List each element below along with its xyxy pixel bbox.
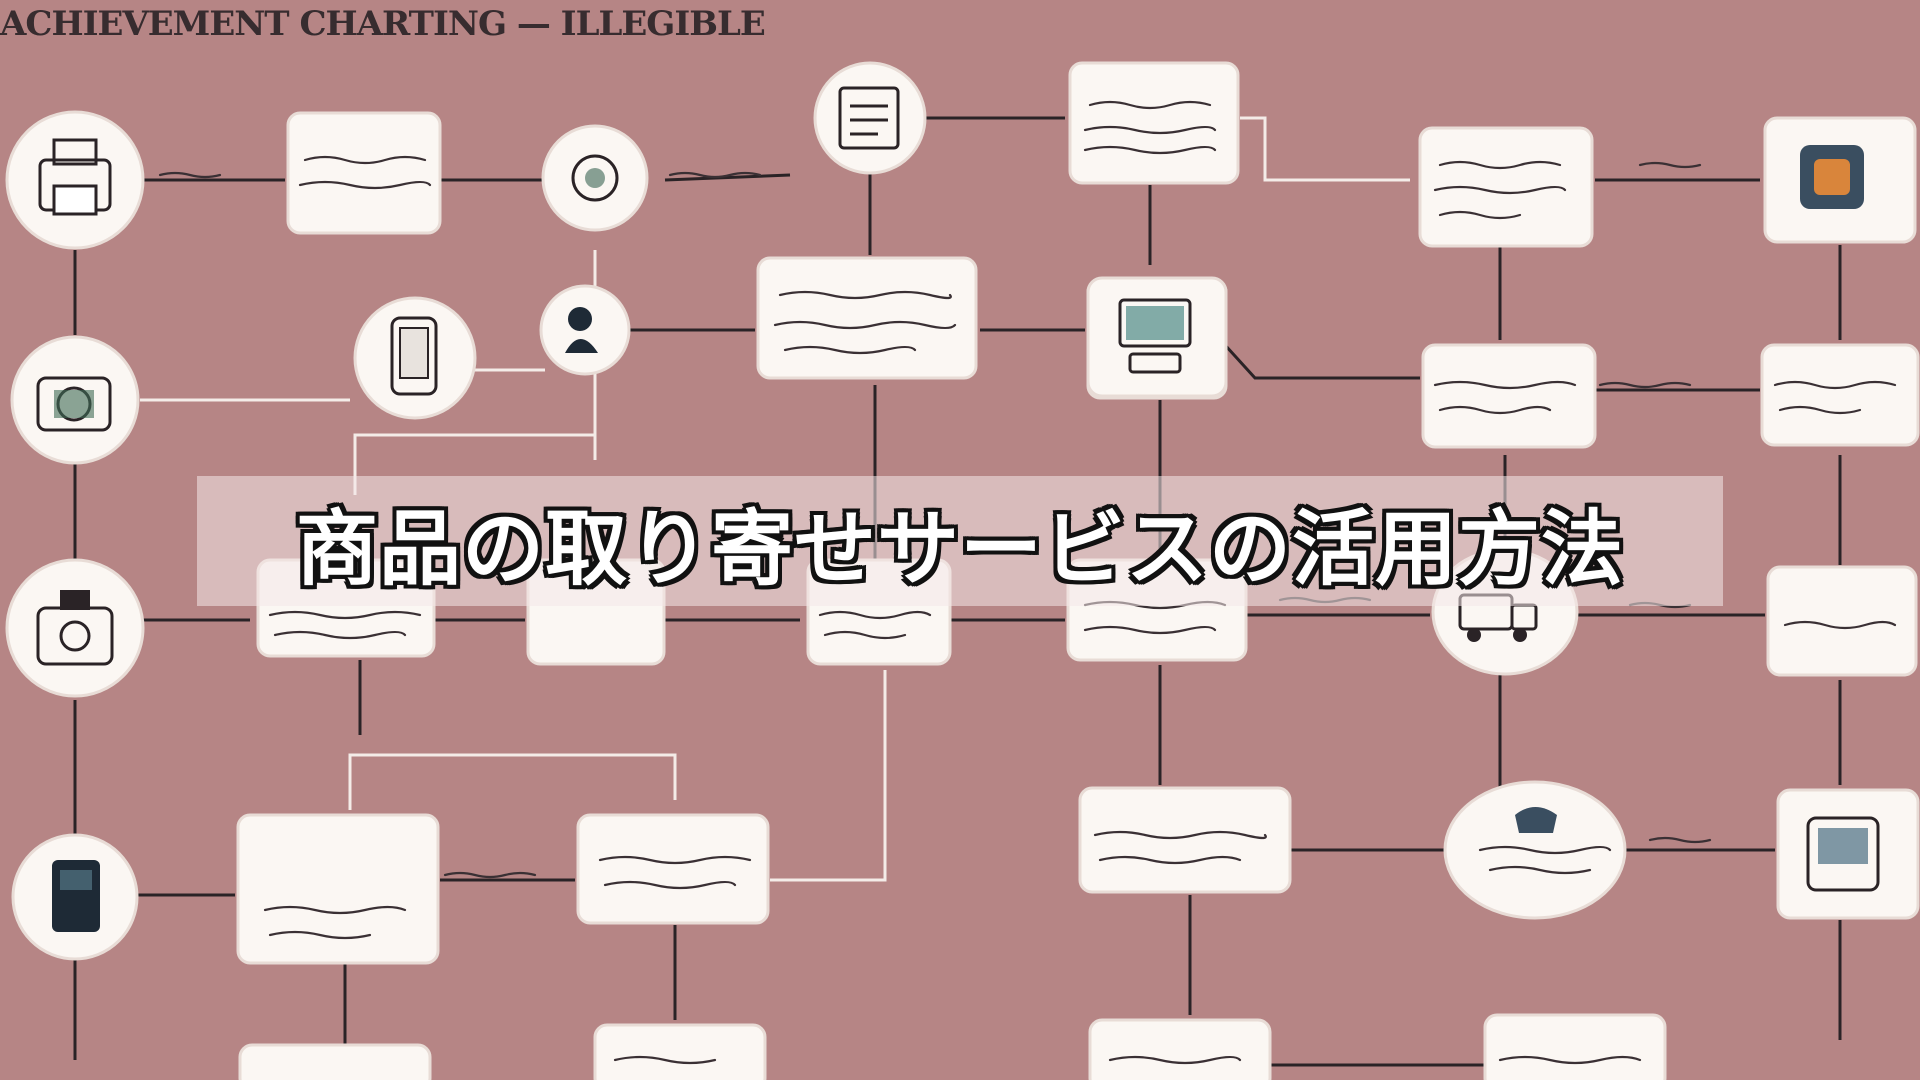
node-circle xyxy=(5,110,145,250)
person-icon xyxy=(565,307,598,353)
node-box xyxy=(593,1023,767,1080)
document-icon xyxy=(838,86,900,150)
printer-icon xyxy=(38,138,112,216)
title-banner: 商品の取り寄せサービスの活用方法 xyxy=(197,476,1723,606)
node-box xyxy=(236,813,440,965)
node-box xyxy=(1483,1013,1667,1080)
node-box xyxy=(1421,343,1597,449)
node-circle xyxy=(5,558,145,698)
node-circle xyxy=(813,61,927,175)
phone-icon xyxy=(390,316,438,396)
globe-icon xyxy=(571,154,619,202)
computer-icon xyxy=(1118,298,1192,374)
node-box xyxy=(756,256,978,380)
device-icon xyxy=(52,860,100,932)
node-box xyxy=(1068,61,1240,185)
header-scrawl: ACHIEVEMENT CHARTING — ILLEGIBLE xyxy=(0,4,766,44)
node-box xyxy=(286,111,442,235)
page-title: 商品の取り寄せサービスの活用方法 xyxy=(295,501,1624,597)
node-circle xyxy=(539,284,631,376)
node-box xyxy=(576,813,770,925)
node-box xyxy=(1078,786,1292,894)
node-box xyxy=(1418,126,1594,248)
node-box xyxy=(238,1043,432,1080)
cart-icon xyxy=(1515,807,1557,833)
node-box xyxy=(1760,343,1920,447)
node-box xyxy=(1766,565,1918,677)
machine-icon xyxy=(1806,816,1880,892)
box-icon xyxy=(1800,145,1864,209)
camera-icon xyxy=(36,376,112,432)
illegible-node-text xyxy=(158,100,1897,1065)
scanner-icon xyxy=(36,590,114,666)
node-box xyxy=(1088,1018,1272,1080)
